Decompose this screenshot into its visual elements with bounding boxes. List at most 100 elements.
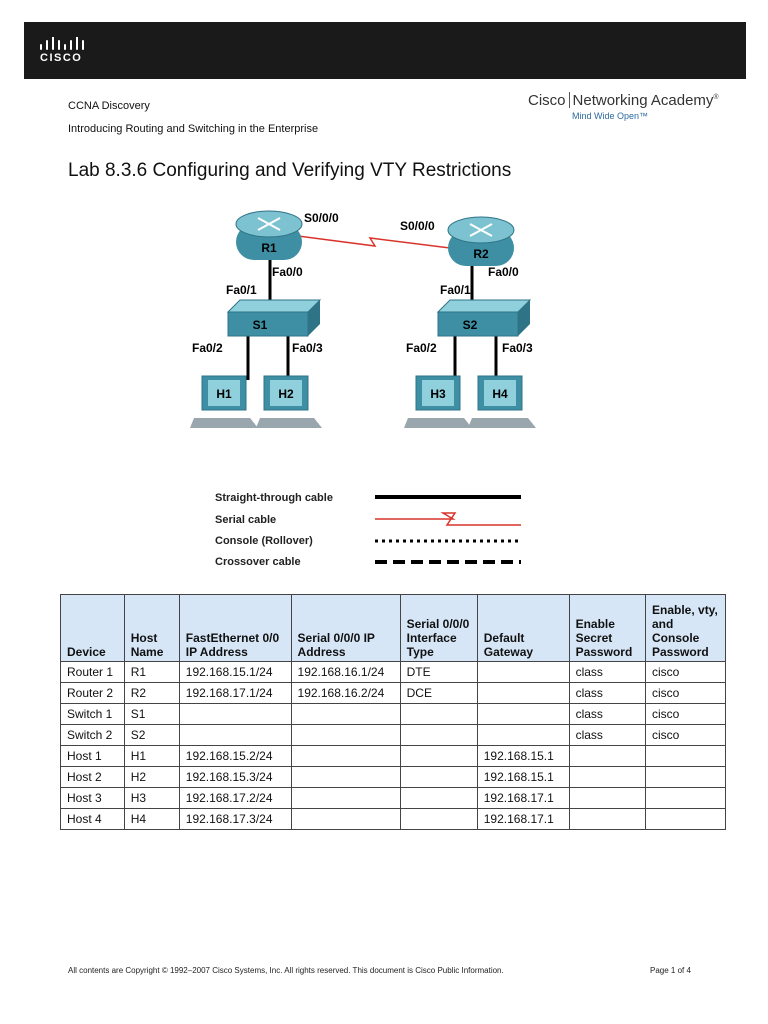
r2-serial-label: S0/0/0 <box>400 219 435 233</box>
table-cell: 192.168.15.1 <box>476 745 570 767</box>
table-cell: class <box>568 682 647 704</box>
table-cell: 192.168.17.1/24 <box>178 682 292 704</box>
table-cell <box>290 724 401 746</box>
table-cell: Switch 1 <box>60 703 125 725</box>
table-cell: DCE <box>399 682 478 704</box>
table-cell: Router 1 <box>60 661 125 683</box>
table-cell: Router 2 <box>60 682 125 704</box>
host-h4-label: H4 <box>492 387 508 401</box>
switch-s2[interactable]: S2 <box>436 299 532 337</box>
legend-straight-label: Straight-through cable <box>215 492 333 504</box>
host-h4[interactable]: H4 <box>468 375 536 428</box>
table-header-cell: Host Name <box>123 594 180 662</box>
table-cell: cisco <box>645 724 726 746</box>
table-cell <box>399 724 478 746</box>
top-bar: CISCO <box>24 22 746 79</box>
academy-divider <box>568 92 570 108</box>
table-cell <box>290 745 401 767</box>
legend-crossover-label: Crossover cable <box>215 556 301 568</box>
academy-name-right: Networking Academy <box>572 92 714 109</box>
table-header-cell: Enable Secret Password <box>568 594 647 662</box>
network-topology-diagram: R1 R2 S1 S2 H1 H2 H3 <box>190 210 536 428</box>
ethernet-cables <box>246 258 498 380</box>
host-h1[interactable]: H1 <box>190 375 258 428</box>
page-title: Lab 8.3.6 Configuring and Verifying VTY … <box>68 160 512 181</box>
cisco-bridge-icon <box>40 36 84 50</box>
table-header-cell: Serial 0/0/0 IP Address <box>290 594 401 662</box>
switch-s1[interactable]: S1 <box>226 299 322 337</box>
table-cell: R2 <box>123 682 180 704</box>
table-cell: H3 <box>123 787 180 809</box>
r2-fa-label: Fa0/0 <box>488 265 519 279</box>
table-header-cell: Enable, vty, and Console Password <box>645 594 726 662</box>
table-cell: cisco <box>645 661 726 683</box>
table-cell: Host 2 <box>60 766 125 788</box>
table-cell: cisco <box>645 703 726 725</box>
table-cell: Host 3 <box>60 787 125 809</box>
table-cell: 192.168.15.1 <box>476 766 570 788</box>
router-r1-label: R1 <box>261 241 277 255</box>
s2-port2-label: Fa0/2 <box>406 341 437 355</box>
table-cell: Switch 2 <box>60 724 125 746</box>
registered-mark: ® <box>713 94 719 101</box>
s2-port3-label: Fa0/3 <box>502 341 533 355</box>
table-cell: Host 1 <box>60 745 125 767</box>
table-cell <box>476 682 570 704</box>
switch-s2-label: S2 <box>463 318 478 332</box>
table-cell: cisco <box>645 682 726 704</box>
table-cell: 192.168.17.1 <box>476 808 570 830</box>
table-cell <box>290 808 401 830</box>
table-cell <box>645 745 726 767</box>
table-cell <box>568 787 647 809</box>
table-cell: 192.168.15.3/24 <box>178 766 292 788</box>
table-header-cell: Device <box>60 594 125 662</box>
table-cell <box>568 808 647 830</box>
table-cell <box>399 703 478 725</box>
table-cell: S2 <box>123 724 180 746</box>
table-cell: R1 <box>123 661 180 683</box>
copyright-footer: All contents are Copyright © 1992–2007 C… <box>68 966 504 975</box>
host-h2-label: H2 <box>278 387 294 401</box>
table-cell <box>645 787 726 809</box>
table-cell: 192.168.17.3/24 <box>178 808 292 830</box>
s1-port2-label: Fa0/2 <box>192 341 223 355</box>
table-cell: 192.168.17.2/24 <box>178 787 292 809</box>
academy-name: Cisco Networking Academy® <box>528 92 719 109</box>
router-r1[interactable]: R1 <box>235 210 303 260</box>
academy-name-left: Cisco <box>528 92 566 109</box>
table-cell: 192.168.16.1/24 <box>290 661 401 683</box>
table-header-cell: Default Gateway <box>476 594 570 662</box>
course-name: CCNA Discovery <box>68 100 150 112</box>
serial-line <box>375 512 521 526</box>
router-r2[interactable]: R2 <box>447 216 515 266</box>
table-header-cell: FastEthernet 0/0 IP Address <box>178 594 292 662</box>
table-cell <box>568 745 647 767</box>
table-cell <box>568 766 647 788</box>
course-subtitle: Introducing Routing and Switching in the… <box>68 123 319 135</box>
host-h1-label: H1 <box>216 387 232 401</box>
table-cell: S1 <box>123 703 180 725</box>
table-header-cell: Serial 0/0/0 Interface Type <box>399 594 478 662</box>
host-h2[interactable]: H2 <box>256 375 322 428</box>
host-h3[interactable]: H3 <box>404 375 472 428</box>
legend-serial-label: Serial cable <box>215 514 277 526</box>
legend-console-label: Console (Rollover) <box>215 535 313 547</box>
table-cell <box>178 703 292 725</box>
table-cell: 192.168.16.2/24 <box>290 682 401 704</box>
table-cell: H2 <box>123 766 180 788</box>
table-cell: Host 4 <box>60 808 125 830</box>
page-number: Page 1 of 4 <box>650 966 691 975</box>
router-r2-label: R2 <box>473 247 489 261</box>
table-cell <box>399 787 478 809</box>
table-cell <box>290 787 401 809</box>
table-cell <box>399 808 478 830</box>
switch-s1-label: S1 <box>253 318 268 332</box>
